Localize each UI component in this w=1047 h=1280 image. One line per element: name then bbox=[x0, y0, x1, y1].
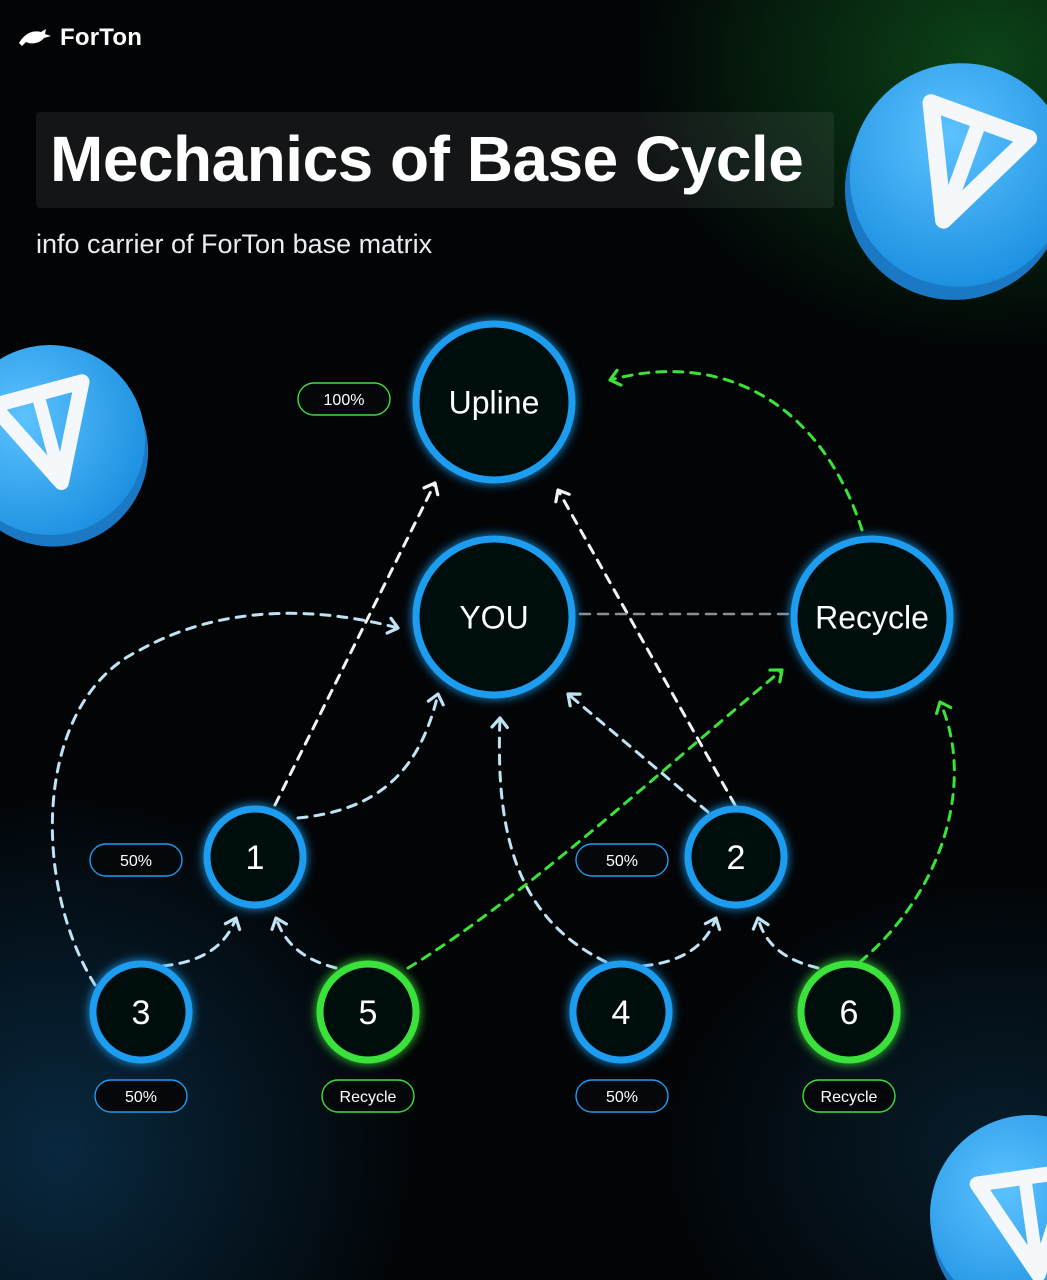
node-label: 2 bbox=[727, 839, 746, 877]
page-subtitle: info carrier of ForTon base matrix bbox=[36, 229, 433, 259]
badge-text: 50% bbox=[606, 853, 638, 870]
node-circle bbox=[790, 535, 954, 699]
page-title: Mechanics of Base Cycle bbox=[50, 123, 804, 195]
badge-n1: 50% bbox=[89, 843, 183, 877]
node-label: Upline bbox=[449, 385, 540, 421]
node-circle bbox=[316, 960, 420, 1064]
node-circle bbox=[797, 960, 901, 1064]
ton-coin-icon bbox=[930, 1115, 1047, 1280]
node-label: 5 bbox=[359, 994, 378, 1032]
arrow-head-icon bbox=[566, 692, 582, 708]
badge-pill bbox=[297, 382, 391, 416]
edge-recycle-upline bbox=[608, 368, 864, 532]
edge-n3-n1 bbox=[161, 916, 242, 968]
node-label: 6 bbox=[840, 994, 859, 1032]
arrow-head-icon bbox=[608, 368, 623, 387]
edge-line bbox=[406, 668, 784, 970]
node-label: Recycle bbox=[815, 600, 929, 636]
node-you: YOU bbox=[412, 535, 576, 699]
arrow-head-icon bbox=[270, 916, 289, 931]
node-circle bbox=[412, 535, 576, 699]
arrow-head-icon bbox=[422, 481, 440, 497]
badge-text: Recycle bbox=[340, 1089, 397, 1106]
edge-n5-n1 bbox=[270, 916, 338, 970]
edge-line bbox=[296, 692, 440, 820]
badge-pill bbox=[575, 1079, 669, 1113]
arrow-head-icon bbox=[934, 700, 953, 716]
edge-line bbox=[50, 611, 400, 987]
edge-line bbox=[497, 716, 608, 964]
node-circle bbox=[569, 960, 673, 1064]
node-n3: 3 bbox=[89, 960, 193, 1064]
badge-pill bbox=[575, 843, 669, 877]
node-circle bbox=[684, 805, 788, 909]
badges-layer: 100% 50% 50% 50% Recycle 50% Recycle bbox=[89, 382, 896, 1113]
badge-upline: 100% bbox=[297, 382, 391, 416]
edge-n4-you bbox=[490, 716, 608, 964]
badge-text: 50% bbox=[120, 853, 152, 870]
node-upline: Upline bbox=[412, 320, 576, 484]
edge-n5-recycle bbox=[406, 668, 784, 970]
arrow-head-icon bbox=[385, 616, 400, 635]
badge-text: 50% bbox=[125, 1089, 157, 1106]
edge-n3-you bbox=[50, 611, 400, 987]
arrow-head-icon bbox=[490, 716, 509, 730]
node-circle bbox=[203, 805, 307, 909]
brand-name: ForTon bbox=[60, 24, 143, 51]
edge-n2-you bbox=[566, 692, 710, 814]
edge-n1-you bbox=[296, 692, 445, 820]
arrow-head-icon bbox=[426, 692, 445, 707]
edge-n4-n2 bbox=[641, 916, 722, 968]
arrow-head-icon bbox=[751, 916, 770, 931]
badge-text: 100% bbox=[324, 392, 365, 409]
arrow-head-icon bbox=[223, 916, 242, 932]
forton-bird-icon bbox=[19, 29, 51, 46]
ton-coin-icon bbox=[844, 63, 1047, 300]
edge-line bbox=[273, 481, 437, 807]
node-recycle: Recycle bbox=[790, 535, 954, 699]
node-n4: 4 bbox=[569, 960, 673, 1064]
edge-line bbox=[274, 916, 338, 970]
title-panel bbox=[36, 112, 834, 208]
node-n1: 1 bbox=[203, 805, 307, 909]
badge-pill bbox=[89, 843, 183, 877]
node-label: YOU bbox=[459, 600, 528, 636]
edge-n2-upline bbox=[554, 488, 737, 807]
badge-text: 50% bbox=[606, 1089, 638, 1106]
arrow-head-icon bbox=[703, 916, 722, 932]
node-n5: 5 bbox=[316, 960, 420, 1064]
arrow-head-icon bbox=[554, 488, 571, 504]
brand-logo: ForTon bbox=[18, 24, 142, 52]
edge-line bbox=[566, 692, 710, 814]
edge-n6-n2 bbox=[751, 916, 820, 970]
node-circle bbox=[412, 320, 576, 484]
arrow-head-icon bbox=[768, 668, 784, 684]
edge-line bbox=[608, 370, 864, 532]
edge-n1-upline bbox=[273, 481, 440, 807]
node-label: 4 bbox=[612, 994, 631, 1032]
edge-line bbox=[756, 916, 820, 970]
edge-line bbox=[556, 488, 737, 807]
edge-line bbox=[858, 700, 956, 964]
edge-n6-recycle bbox=[858, 700, 956, 964]
badge-n4: 50% bbox=[575, 1079, 669, 1113]
badge-text: Recycle bbox=[821, 1089, 878, 1106]
node-circle bbox=[89, 960, 193, 1064]
node-n2: 2 bbox=[684, 805, 788, 909]
edges-layer bbox=[50, 368, 956, 987]
node-n6: 6 bbox=[797, 960, 901, 1064]
ton-coin-icon bbox=[0, 345, 149, 547]
badge-pill bbox=[94, 1079, 188, 1113]
badge-pill bbox=[321, 1079, 415, 1113]
badge-n6: Recycle bbox=[802, 1079, 896, 1113]
node-label: 3 bbox=[132, 994, 151, 1032]
badge-pill bbox=[802, 1079, 896, 1113]
node-label: 1 bbox=[246, 839, 265, 877]
badge-n2: 50% bbox=[575, 843, 669, 877]
badge-n5: Recycle bbox=[321, 1079, 415, 1113]
badge-n3: 50% bbox=[94, 1079, 188, 1113]
